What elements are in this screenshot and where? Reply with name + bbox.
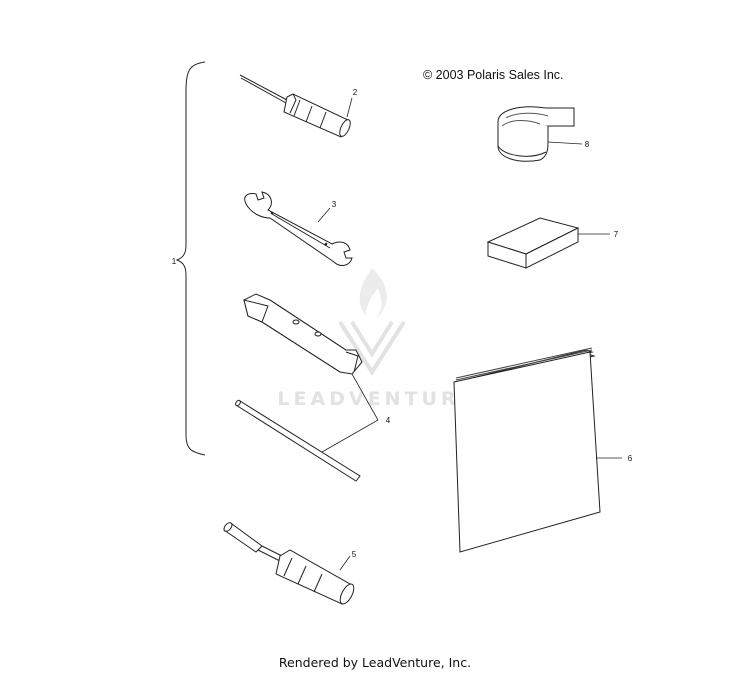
callout-7: 7: [614, 230, 619, 239]
callout-2: 2: [353, 88, 358, 97]
tommy-bar-icon: [235, 399, 361, 482]
callout-3: 3: [332, 200, 337, 209]
footer-credit: Rendered by LeadVenture, Inc.: [278, 655, 472, 670]
watermark-text: LEADVENTURE: [277, 388, 476, 410]
watermark-logo: [338, 268, 406, 376]
callout-6: 6: [628, 454, 633, 463]
strap-icon: [497, 106, 575, 162]
pad-icon: [486, 217, 580, 269]
screwdriver-icon: [239, 74, 351, 138]
callout-5: 5: [352, 550, 357, 559]
group-bracket: [175, 61, 206, 456]
callout-4: 4: [386, 416, 391, 425]
tube-wrench-icon: [243, 293, 363, 375]
wrench-icon: [244, 191, 353, 266]
spark-plug-driver-icon: [223, 522, 355, 605]
callout-1: 1: [172, 257, 177, 266]
copyright-notice: © 2003 Polaris Sales Inc.: [423, 68, 564, 82]
callout-8: 8: [585, 140, 590, 149]
manual-icon: [453, 347, 601, 553]
